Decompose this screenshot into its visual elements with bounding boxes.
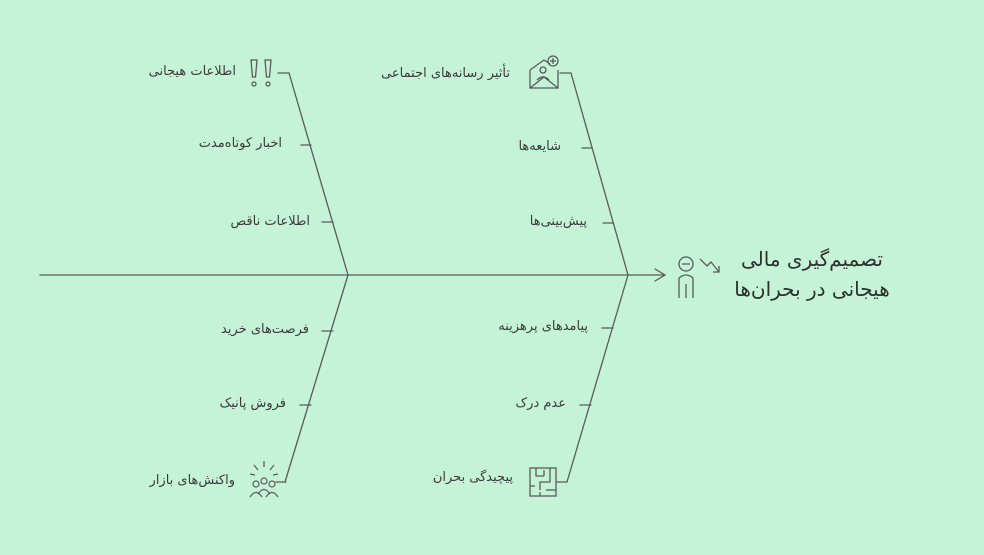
cause-label: پیچیدگی بحران [432,470,513,485]
cause-label: واکنش‌های بازار [149,473,235,488]
cause-label: عدم درک [515,396,566,411]
cause-label: پیش‌بینی‌ها [529,214,587,229]
cause-label: فرصت‌های خرید [221,322,309,337]
effect-title-line-1: تصمیم‌گیری مالی [741,247,883,271]
cause-label: شایعه‌ها [518,139,561,154]
bone-top-right [570,72,629,276]
effect-title-line-2: هیجانی در بحران‌ها [734,277,890,301]
cause-label: پیامدهای پرهزینه [498,319,588,334]
cause-label: اخبار کوتاه‌مدت [198,136,282,151]
cause-label: اطلاعات ناقص [230,214,310,229]
cause-label: تأثیر رسانه‌های اجتماعی [381,66,510,81]
cause-label: فروش پانیک [219,396,286,411]
effect-title: تصمیم‌گیری مالی هیجانی در بحران‌ها [692,244,932,304]
cause-label: اطلاعات هیجانی [148,64,236,79]
spine-arrowhead [654,268,667,282]
crowd-burst-icon [249,461,279,498]
bone-bottom-right [566,274,629,483]
person-question-icon [678,256,720,298]
bone-bottom-left [284,274,349,483]
exclamation-marks-icon [250,59,272,87]
mail-person-icon [529,55,559,89]
bone-top-left [288,72,349,276]
maze-icon [529,467,557,497]
